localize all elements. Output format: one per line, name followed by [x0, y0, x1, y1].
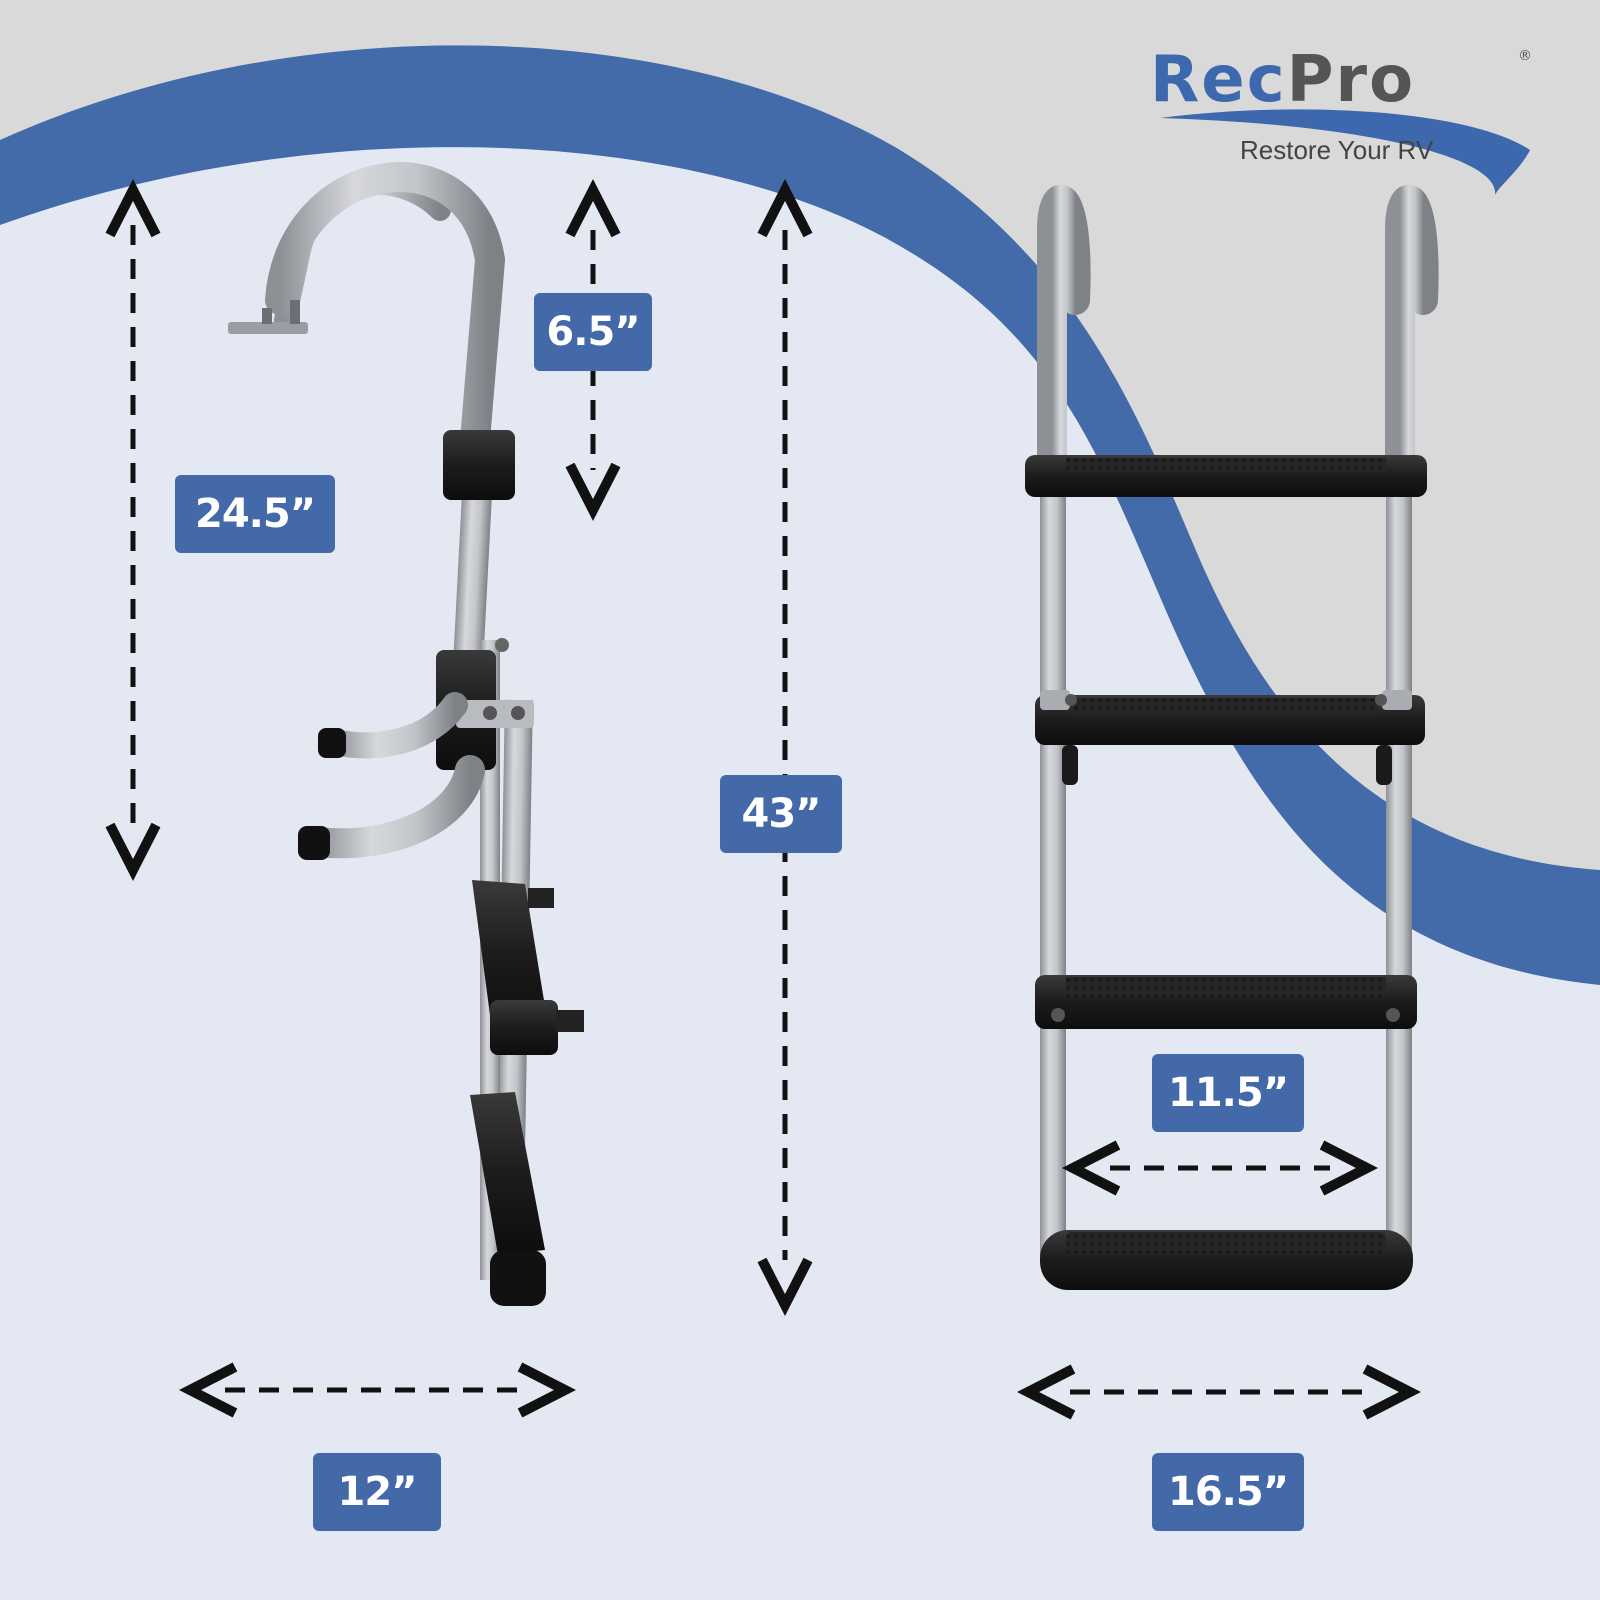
badge-upper-section-height: 24.5”: [175, 475, 335, 553]
recpro-logo: RecPro ® Restore Your RV: [1150, 40, 1550, 180]
background-light-blue: [0, 117, 1600, 1600]
arrow-side-depth: [179, 1362, 576, 1418]
front-step-1: [1025, 455, 1427, 497]
hinge-bolt-1: [483, 706, 497, 720]
ladder-front-view: [1025, 184, 1439, 1290]
side-standoff-upper: [322, 692, 468, 759]
side-step-2: [470, 1092, 545, 1255]
side-step-1-clamp: [490, 1000, 558, 1055]
front-step-2: [1035, 690, 1425, 785]
standoff-cap-upper: [318, 728, 346, 758]
wave-blue-band: [0, 45, 1600, 985]
side-step-1: [472, 880, 548, 1030]
front-step-4: [1040, 1230, 1413, 1290]
hinge-bolt-2: [511, 706, 525, 720]
logo-wordmark-pro: Pro: [1286, 43, 1416, 117]
dimension-arrows: [105, 179, 1421, 1420]
side-step-2-foot: [490, 1250, 546, 1306]
logo-wordmark-rec: Rec: [1150, 43, 1287, 117]
front-rail-right: [1386, 460, 1412, 1260]
badge-side-depth: 12”: [313, 1453, 441, 1531]
arrow-upper-section-height: [105, 179, 161, 881]
logo-wordmark: RecPro: [1150, 40, 1415, 120]
arrow-overall-width: [1017, 1364, 1421, 1420]
logo-tagline: Restore Your RV: [1240, 135, 1434, 165]
standoff-cap-lower: [298, 826, 330, 860]
side-standoff-lower: [303, 755, 485, 859]
front-step-3: [1035, 975, 1417, 1029]
badge-hook-depth: 6.5”: [534, 293, 652, 371]
arrow-inner-width: [1062, 1140, 1378, 1196]
ladder-side-view: [228, 162, 584, 1306]
registered-mark: ®: [1518, 48, 1532, 64]
front-rail-left: [1040, 460, 1066, 1260]
front-hook-left: [1037, 184, 1091, 485]
hinge-bolt-3: [495, 638, 509, 652]
mount-plate: [228, 300, 308, 334]
badge-total-height: 43”: [720, 775, 842, 853]
front-hook-right: [1385, 184, 1439, 485]
side-upper-clamp: [443, 430, 515, 500]
logo-swoosh: [1160, 109, 1530, 195]
side-hook-main: [265, 162, 506, 455]
side-step-1-latch-2: [556, 1010, 584, 1032]
side-step-1-latch: [528, 888, 554, 908]
badge-overall-width: 16.5”: [1152, 1453, 1304, 1531]
badge-inner-width: 11.5”: [1152, 1054, 1304, 1132]
arrow-total-height: [757, 179, 813, 1316]
side-upper-tube: [451, 439, 495, 701]
